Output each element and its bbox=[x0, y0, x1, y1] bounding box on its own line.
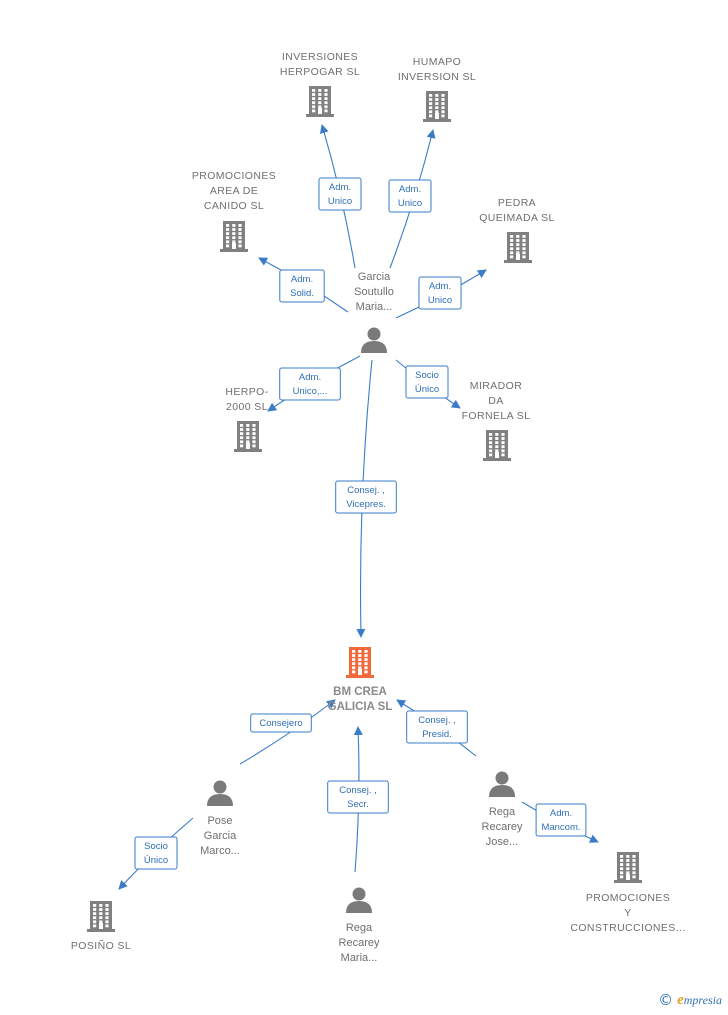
edge-label-text: Adm. bbox=[329, 182, 351, 193]
copyright-icon: © bbox=[658, 991, 674, 1009]
building-icon-promociones_y[interactable] bbox=[614, 852, 642, 883]
edge-label-text: Unico,... bbox=[293, 386, 328, 397]
building-icon-promociones_area[interactable] bbox=[220, 221, 248, 252]
node-label-promociones_area[interactable]: PROMOCIONES bbox=[192, 170, 276, 182]
node-label-humapo[interactable]: INVERSION SL bbox=[398, 71, 476, 83]
edge-labels-layer: Adm.UnicoAdm.UnicoAdm.Solid.Adm.UnicoAdm… bbox=[134, 177, 587, 870]
person-icon-pose[interactable] bbox=[207, 780, 233, 807]
node-label-pose[interactable]: Pose bbox=[207, 815, 232, 827]
node-label-garcia_maria[interactable]: Soutullo bbox=[354, 286, 394, 298]
edge-label-text: Adm. bbox=[550, 808, 572, 819]
node-label-mirador[interactable]: DA bbox=[488, 395, 503, 407]
node-label-promociones_area[interactable]: CANIDO SL bbox=[204, 200, 264, 212]
edge-label-pose-to-bmcrea[interactable]: Consejero bbox=[250, 713, 312, 733]
node-label-garcia_maria[interactable]: Garcia bbox=[358, 271, 391, 283]
brand-logo[interactable]: empresia bbox=[677, 992, 722, 1009]
edge-label-text: Único bbox=[144, 855, 168, 866]
node-label-pose[interactable]: Marco... bbox=[200, 845, 240, 857]
edge-label-text: Unico bbox=[428, 295, 452, 306]
nodes-layer: INVERSIONES HERPOGAR SL HUMAPO INVERSION SL… bbox=[71, 51, 685, 964]
edge-label-text: Unico bbox=[398, 198, 422, 209]
edge-label-garcia_maria-to-humapo[interactable]: Adm. Unico bbox=[388, 179, 432, 213]
node-label-promociones_y[interactable]: PROMOCIONES bbox=[586, 892, 670, 904]
node-label-promociones_y[interactable]: Y bbox=[624, 907, 631, 919]
edge-label-text: Secr. bbox=[347, 799, 369, 810]
edge-label-text: Único bbox=[415, 384, 439, 395]
node-label-pedra[interactable]: PEDRA bbox=[498, 197, 536, 209]
edge-label-rega_maria-to-bmcrea[interactable]: Consej. , Secr. bbox=[327, 780, 389, 814]
node-label-rega_maria[interactable]: Rega bbox=[346, 922, 373, 934]
edge-label-text: Mancom. bbox=[541, 822, 580, 833]
building-icon-inversiones[interactable] bbox=[306, 86, 334, 117]
node-label-posino[interactable]: POSIÑO SL bbox=[71, 939, 131, 952]
edge-pose-to-bmcrea bbox=[239, 699, 336, 765]
edge-label-text: Adm. bbox=[291, 274, 313, 285]
node-label-garcia_maria[interactable]: Maria... bbox=[356, 301, 393, 313]
edge-label-text: Socio bbox=[415, 370, 439, 381]
edge-label-text: Consej. , bbox=[347, 485, 385, 496]
edge-label-text: Consejero bbox=[259, 718, 302, 729]
brand-first-letter: e bbox=[677, 991, 684, 1008]
node-label-mirador[interactable]: MIRADOR bbox=[470, 380, 522, 392]
edge-label-garcia_maria-to-pedra[interactable]: Adm. Unico bbox=[418, 276, 462, 310]
building-icon-herpo[interactable] bbox=[234, 421, 262, 452]
building-icon-pedra[interactable] bbox=[504, 232, 532, 263]
node-label-rega_maria[interactable]: Recarey bbox=[339, 937, 380, 949]
node-label-promociones_area[interactable]: AREA DE bbox=[210, 185, 258, 197]
building-icon-mirador[interactable] bbox=[483, 430, 511, 461]
node-label-rega_jose[interactable]: Recarey bbox=[482, 821, 523, 833]
edge-label-text: Consej. , bbox=[418, 715, 456, 726]
edge-label-text: Consej. , bbox=[339, 785, 377, 796]
node-label-rega_jose[interactable]: Rega bbox=[489, 806, 516, 818]
node-label-pose[interactable]: Garcia bbox=[204, 830, 237, 842]
building-icon-bmcrea[interactable] bbox=[346, 647, 374, 678]
edge-label-garcia_maria-to-promociones_area[interactable]: Adm. Solid. bbox=[279, 269, 325, 303]
node-label-bmcrea[interactable]: BM CREA bbox=[333, 686, 387, 698]
node-label-rega_jose[interactable]: Jose... bbox=[486, 836, 518, 848]
node-label-bmcrea[interactable]: GALICIA SL bbox=[328, 701, 393, 713]
edge-label-text: Socio bbox=[144, 841, 168, 852]
node-label-mirador[interactable]: FORNELA SL bbox=[462, 410, 531, 422]
node-label-inversiones[interactable]: HERPOGAR SL bbox=[280, 66, 360, 78]
edge-label-text: Adm. bbox=[399, 184, 421, 195]
brand-name-rest: mpresia bbox=[683, 992, 722, 1007]
node-label-inversiones[interactable]: INVERSIONES bbox=[282, 51, 358, 63]
copyright-footer: © empresia bbox=[658, 991, 722, 1009]
node-label-rega_maria[interactable]: Maria... bbox=[341, 952, 378, 964]
edge-label-text: Unico bbox=[328, 196, 352, 207]
edge-label-text: Vicepres. bbox=[346, 499, 385, 510]
node-label-pedra[interactable]: QUEIMADA SL bbox=[479, 212, 555, 224]
person-icon-rega_maria[interactable] bbox=[346, 887, 372, 914]
edge-label-garcia_maria-to-herpo[interactable]: Adm. Unico,... bbox=[279, 367, 341, 401]
edge-label-rega_jose-to-bmcrea[interactable]: Consej. , Presid. bbox=[406, 710, 468, 744]
edge-label-text: Adm. bbox=[429, 281, 451, 292]
edge-label-text: Solid. bbox=[290, 288, 314, 299]
edge-label-garcia_maria-to-inversiones[interactable]: Adm. Unico bbox=[318, 177, 362, 211]
building-icon-humapo[interactable] bbox=[423, 91, 451, 122]
edge-label-text: Adm. bbox=[299, 372, 321, 383]
edge-label-garcia_maria-to-bmcrea[interactable]: Consej. , Vicepres. bbox=[335, 480, 397, 514]
node-label-humapo[interactable]: HUMAPO bbox=[413, 56, 462, 68]
person-icon-rega_jose[interactable] bbox=[489, 771, 515, 798]
node-label-herpo[interactable]: HERPO- bbox=[225, 386, 268, 398]
node-label-promociones_y[interactable]: CONSTRUCCIONES... bbox=[570, 922, 685, 934]
person-icon-garcia_maria[interactable] bbox=[361, 327, 387, 354]
node-label-herpo[interactable]: 2000 SL bbox=[226, 401, 268, 413]
edge-label-rega_jose-to-promociones_y[interactable]: Adm. Mancom. bbox=[535, 803, 587, 837]
building-icon-posino[interactable] bbox=[87, 901, 115, 932]
edge-label-text: Presid. bbox=[422, 729, 452, 740]
